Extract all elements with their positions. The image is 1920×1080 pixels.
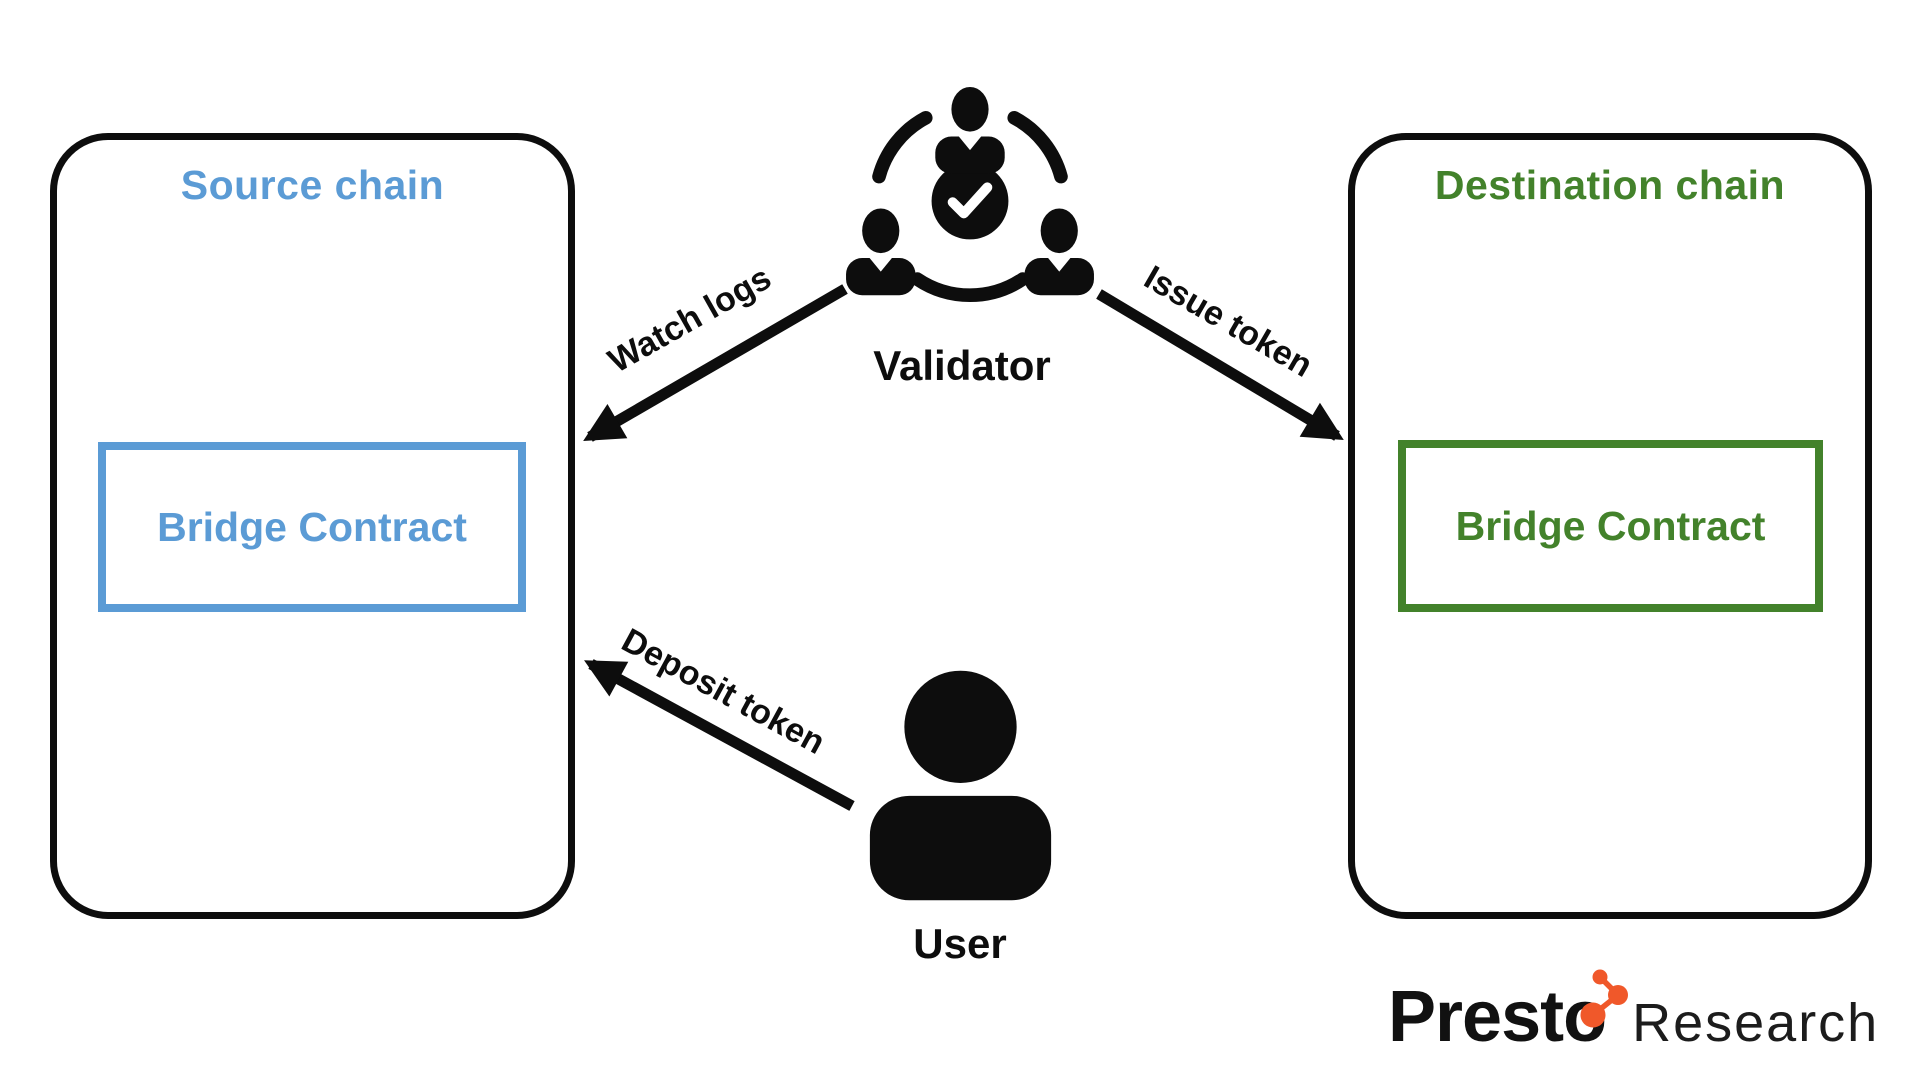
presto-research-logo: Presto Research	[1388, 969, 1880, 1059]
molecule-icon	[1580, 969, 1628, 1028]
destination-chain-box: Destination chain Bridge Contract	[1348, 133, 1872, 919]
source-bridge-contract-label: Bridge Contract	[157, 503, 467, 550]
watch-logs-label: Watch logs	[602, 258, 778, 381]
destination-bridge-contract-label: Bridge Contract	[1455, 502, 1766, 549]
logo-suffix-text: Research	[1632, 993, 1880, 1053]
deposit-token-label: Deposit token	[615, 621, 832, 762]
destination-bridge-contract-box: Bridge Contract	[1398, 440, 1823, 612]
issue-token-label: Issue token	[1137, 258, 1319, 385]
source-bridge-contract-box: Bridge Contract	[98, 442, 526, 612]
validator-label: Validator	[873, 342, 1051, 389]
destination-chain-title: Destination chain	[1434, 162, 1786, 208]
source-chain-title: Source chain	[180, 162, 445, 208]
user-label: User	[913, 920, 1007, 967]
source-chain-box: Source chain Bridge Contract	[50, 133, 575, 919]
user-icon	[869, 670, 1052, 901]
validator-group-icon	[846, 86, 1094, 303]
logo-brand-text: Presto	[1388, 977, 1607, 1057]
